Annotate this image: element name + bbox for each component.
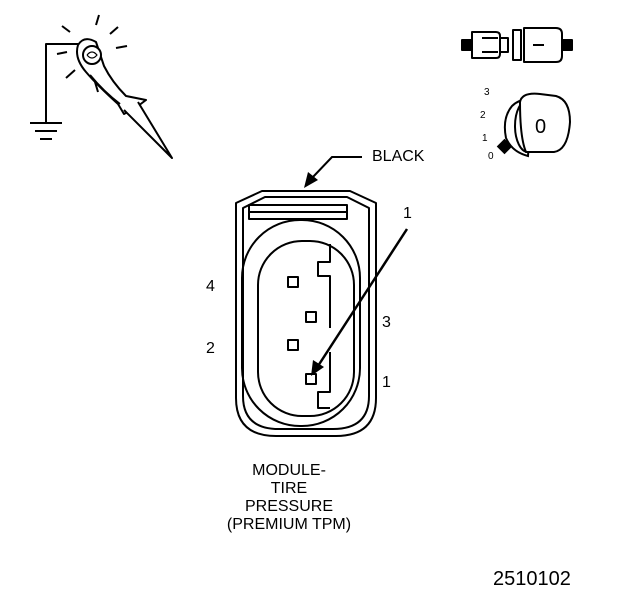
color-leader-arrow [304,156,362,188]
pointer-pin-number: 1 [403,205,412,222]
figure-id: 2510102 [493,568,571,590]
pin1-pointer-arrow [311,228,409,376]
ignition-position-1: 1 [482,133,488,144]
ignition-position-2: 2 [480,110,486,121]
pin-label-1: 1 [382,374,391,391]
connector-body [235,190,377,437]
connector-color-label: BLACK [372,148,425,165]
caption-line-4: (PREMIUM TPM) [226,516,352,533]
pin-label-2: 2 [206,340,215,357]
ignition-position-0: 0 [488,151,494,162]
caption-line-1: MODULE- [252,462,326,479]
pin-label-3: 3 [382,314,391,331]
ignition-key-icon [496,92,572,158]
ignition-key-glyph: 0 [535,116,547,138]
connector-disconnected-icon [461,27,573,63]
caption-line-3: PRESSURE [244,498,334,515]
ground-symbol-icon [30,122,62,140]
connector-caption: MODULE- TIRE PRESSURE (PREMIUM TPM) [200,462,378,534]
pin-label-4: 4 [206,278,215,295]
test-lamp-probe-icon [30,14,173,159]
ignition-position-3: 3 [484,87,490,98]
caption-line-2: TIRE [270,480,308,497]
